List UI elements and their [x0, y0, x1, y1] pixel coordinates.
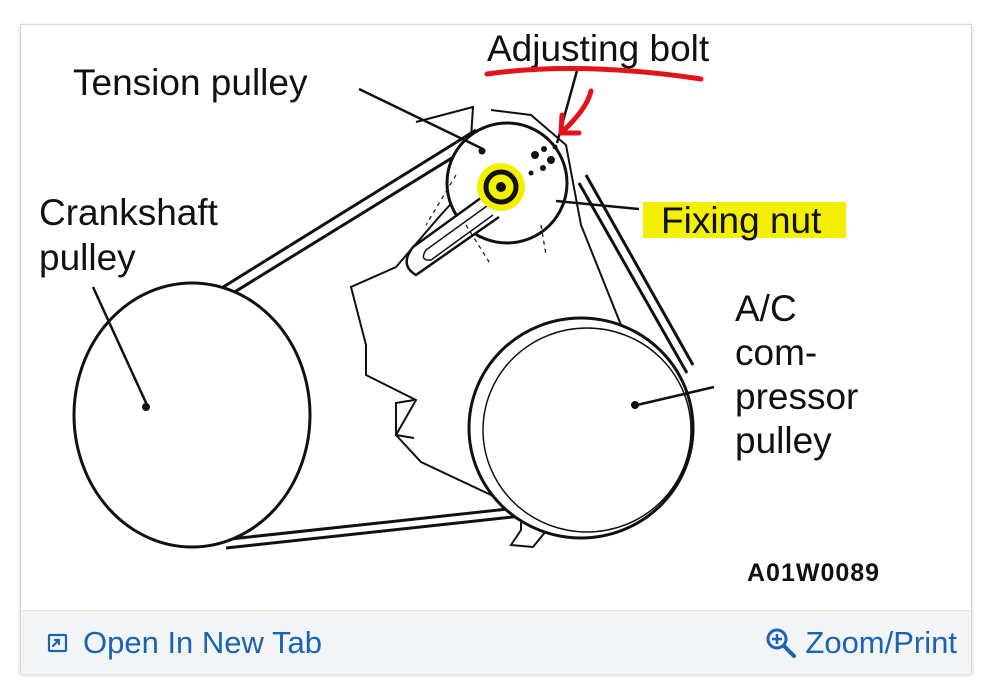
ac-compressor-pulley [467, 316, 695, 540]
label-tension-pulley: Tension pulley [73, 62, 308, 103]
drive-belt [132, 128, 695, 550]
belt-diagram: Adjusting bolt Tension pulley Crankshaft… [39, 28, 880, 587]
crankshaft-center [142, 403, 150, 411]
label-ac-line2: com- [735, 332, 817, 373]
bracket-detail [395, 399, 415, 439]
image-card: Adjusting bolt Tension pulley Crankshaft… [20, 24, 972, 674]
ac-compressor-center [631, 401, 639, 409]
adjusting-bolt-shape [528, 144, 558, 176]
ac-compressor-inner-rim [482, 327, 692, 533]
hidden-lines [425, 174, 547, 266]
label-ac-line4: pulley [735, 420, 832, 461]
open-in-new-tab-icon [47, 632, 69, 654]
open-in-new-tab-label: Open In New Tab [83, 624, 322, 660]
zoom-in-magnifier-icon [765, 627, 797, 659]
zoom-print-label: Zoom/Print [805, 624, 957, 660]
fixing-nut-highlight [643, 202, 846, 238]
label-crankshaft-line1: Crankshaft [39, 192, 219, 233]
tension-pulley-center [478, 147, 486, 155]
red-arrow [558, 88, 594, 136]
leader-lines [91, 66, 715, 407]
image-toolbar: Open In New Tab Zoom/Print [21, 610, 971, 674]
label-ac-line1: A/C [735, 288, 797, 329]
crankshaft-pulley [72, 281, 312, 549]
label-crankshaft-line2: pulley [39, 237, 136, 278]
figure-code: A01W0089 [747, 559, 880, 587]
label-adjusting-bolt: Adjusting bolt [487, 28, 710, 69]
zoom-print-button[interactable]: Zoom/Print [765, 611, 957, 674]
label-ac-line3: pressor [735, 376, 858, 417]
open-in-new-tab-button[interactable]: Open In New Tab [47, 611, 322, 674]
label-fixing-nut: Fixing nut [661, 200, 822, 241]
fixing-nut-core [496, 182, 506, 192]
arm-slot [422, 202, 494, 261]
fixing-nut-shape [483, 169, 519, 205]
red-underline [484, 66, 704, 82]
